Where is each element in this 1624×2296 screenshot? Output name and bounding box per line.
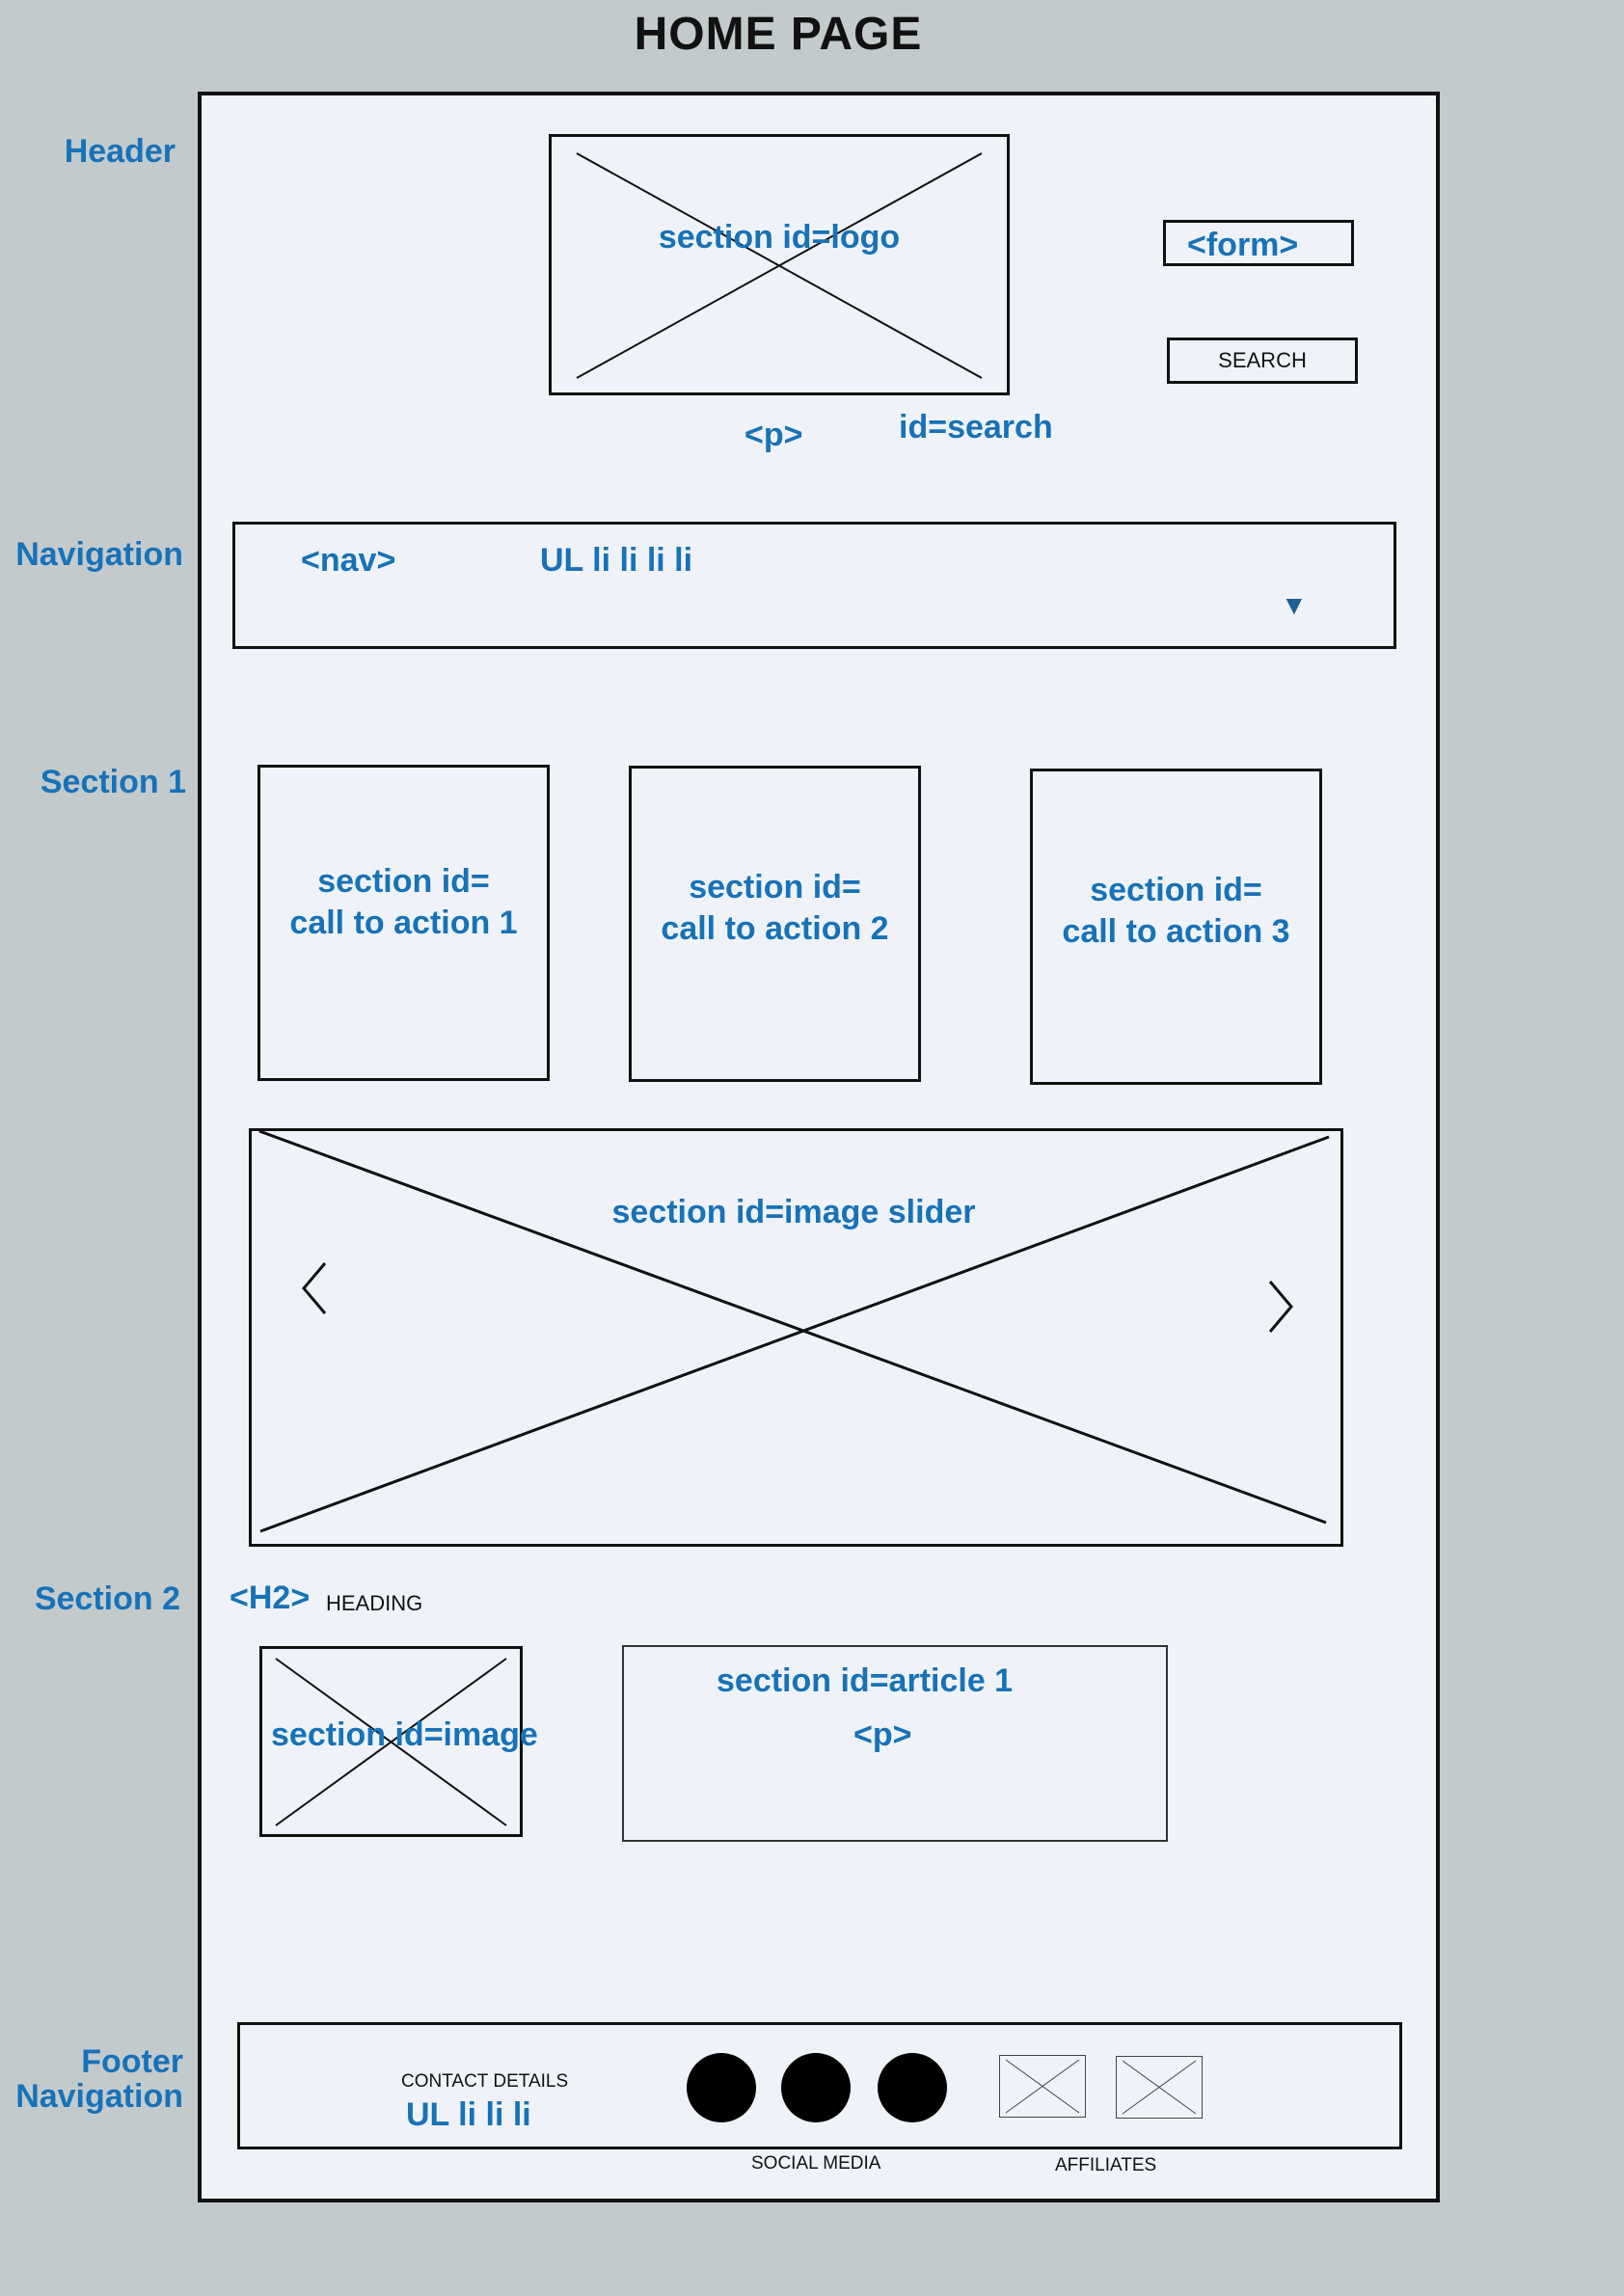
nav-tag-label: <nav>: [301, 542, 396, 579]
placeholder-cross-icon: [1005, 2059, 1080, 2114]
cta-1-line2: call to action 1: [289, 905, 518, 941]
cta-3-line2: call to action 3: [1062, 913, 1290, 950]
cta-3-line1: section id=: [1090, 872, 1262, 908]
cta-3-box[interactable]: section id= call to action 3: [1030, 769, 1322, 1085]
nav-bar: <nav> UL li li li li ▼: [232, 522, 1396, 649]
page-frame: [198, 92, 1440, 2202]
cta-2-line2: call to action 2: [661, 910, 889, 947]
section2-label: Section 2: [34, 1580, 180, 1617]
logo-placeholder: section id=logo: [549, 134, 1010, 395]
image-slider: section id=image slider: [249, 1128, 1343, 1547]
dropdown-triangle-icon[interactable]: ▼: [1281, 590, 1308, 620]
page-title: HOME PAGE: [634, 9, 923, 60]
header-p-tag: <p>: [744, 417, 803, 453]
logo-label: section id=logo: [658, 219, 901, 256]
cta-1-label: section id= call to action 1: [260, 861, 547, 944]
article-p-tag: <p>: [853, 1716, 912, 1753]
navigation-label: Navigation: [15, 536, 183, 573]
footer-label-line1: Footer: [81, 2043, 183, 2080]
social-circle-icon[interactable]: [687, 2053, 756, 2122]
placeholder-cross-icon: [258, 1131, 1330, 1533]
section1-label: Section 1: [40, 764, 186, 800]
social-circle-icon[interactable]: [781, 2053, 851, 2122]
placeholder-cross-icon: [1122, 2060, 1197, 2115]
social-circle-icon[interactable]: [878, 2053, 947, 2122]
footer-label: Footer Navigation: [0, 2044, 183, 2114]
placeholder-cross-icon: [576, 152, 983, 379]
cta-3-label: section id= call to action 3: [1033, 870, 1319, 953]
header-label: Header: [64, 133, 176, 170]
affiliates-label: AFFILIATES: [1055, 2155, 1157, 2175]
placeholder-cross-icon: [275, 1658, 507, 1826]
footer-nav: CONTACT DETAILS UL li li li: [237, 2022, 1402, 2149]
search-form[interactable]: <form>: [1163, 220, 1354, 266]
affiliate-logo-2[interactable]: [1116, 2056, 1203, 2119]
search-id-label: id=search: [899, 409, 1053, 446]
form-tag-label: <form>: [1187, 227, 1299, 263]
article-box: section id=article 1 <p>: [622, 1645, 1168, 1842]
slider-label: section id=image slider: [611, 1194, 976, 1230]
cta-2-line1: section id=: [689, 869, 861, 905]
section2-heading: HEADING: [326, 1591, 423, 1615]
chevron-right-icon[interactable]: [1266, 1278, 1295, 1336]
contact-details-label: CONTACT DETAILS: [401, 2071, 569, 2092]
search-button[interactable]: SEARCH: [1167, 338, 1358, 384]
cta-1-line1: section id=: [317, 863, 490, 900]
h2-tag-label: <H2>: [230, 1580, 311, 1616]
article-label: section id=article 1: [717, 1662, 1014, 1699]
cta-1-box[interactable]: section id= call to action 1: [257, 765, 550, 1081]
social-media-label: SOCIAL MEDIA: [751, 2153, 881, 2174]
section2-image-placeholder: [259, 1646, 523, 1837]
footer-label-line2: Navigation: [15, 2078, 183, 2115]
cta-2-label: section id= call to action 2: [632, 867, 918, 950]
footer-list-label[interactable]: UL li li li: [406, 2096, 531, 2133]
section2-image-label: section id=image: [271, 1716, 538, 1753]
nav-list-label[interactable]: UL li li li li: [540, 542, 693, 579]
cta-2-box[interactable]: section id= call to action 2: [629, 766, 921, 1082]
affiliate-logo-1[interactable]: [999, 2055, 1086, 2118]
chevron-left-icon[interactable]: [300, 1259, 329, 1317]
